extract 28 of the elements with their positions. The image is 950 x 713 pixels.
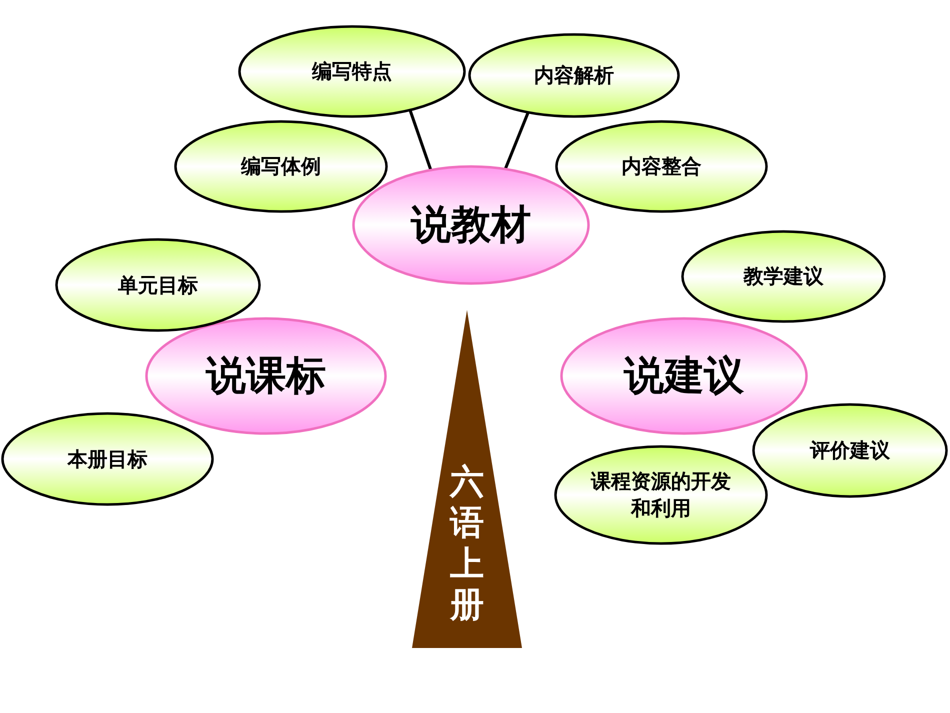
- node-label: 内容解析: [534, 62, 614, 89]
- category-ellipse: [352, 165, 590, 285]
- node-label: 编写特点: [312, 58, 392, 85]
- topic-ellipse: [468, 33, 680, 118]
- node-label: 编写体例: [241, 153, 321, 180]
- node-label: 说课标: [206, 352, 326, 400]
- node-label: 内容整合: [622, 153, 702, 180]
- node-label: 六语上册: [450, 462, 484, 626]
- topic-ellipse: [55, 238, 261, 332]
- category-ellipse: [560, 317, 808, 435]
- node-label: 本册目标: [68, 446, 148, 472]
- category-ellipse: [145, 317, 387, 435]
- topic-ellipse: [555, 120, 768, 213]
- node-label: 评价建议: [810, 437, 890, 464]
- topic-ellipse: [554, 445, 768, 545]
- topic-ellipse: [1, 412, 214, 506]
- trunk-triangle: [412, 310, 522, 648]
- topic-ellipse: [681, 230, 886, 323]
- connector-line: [504, 112, 530, 170]
- node-label: 课程资源的开发和利用: [590, 468, 732, 522]
- topic-ellipse: [238, 25, 466, 118]
- node-label: 说建议: [624, 352, 744, 400]
- topic-ellipse: [752, 403, 948, 498]
- topic-ellipse: [174, 120, 388, 213]
- node-label: 说教材: [411, 201, 531, 249]
- node-label: 单元目标: [118, 272, 198, 298]
- connector-line: [408, 110, 432, 170]
- node-label: 教学建议: [744, 263, 824, 290]
